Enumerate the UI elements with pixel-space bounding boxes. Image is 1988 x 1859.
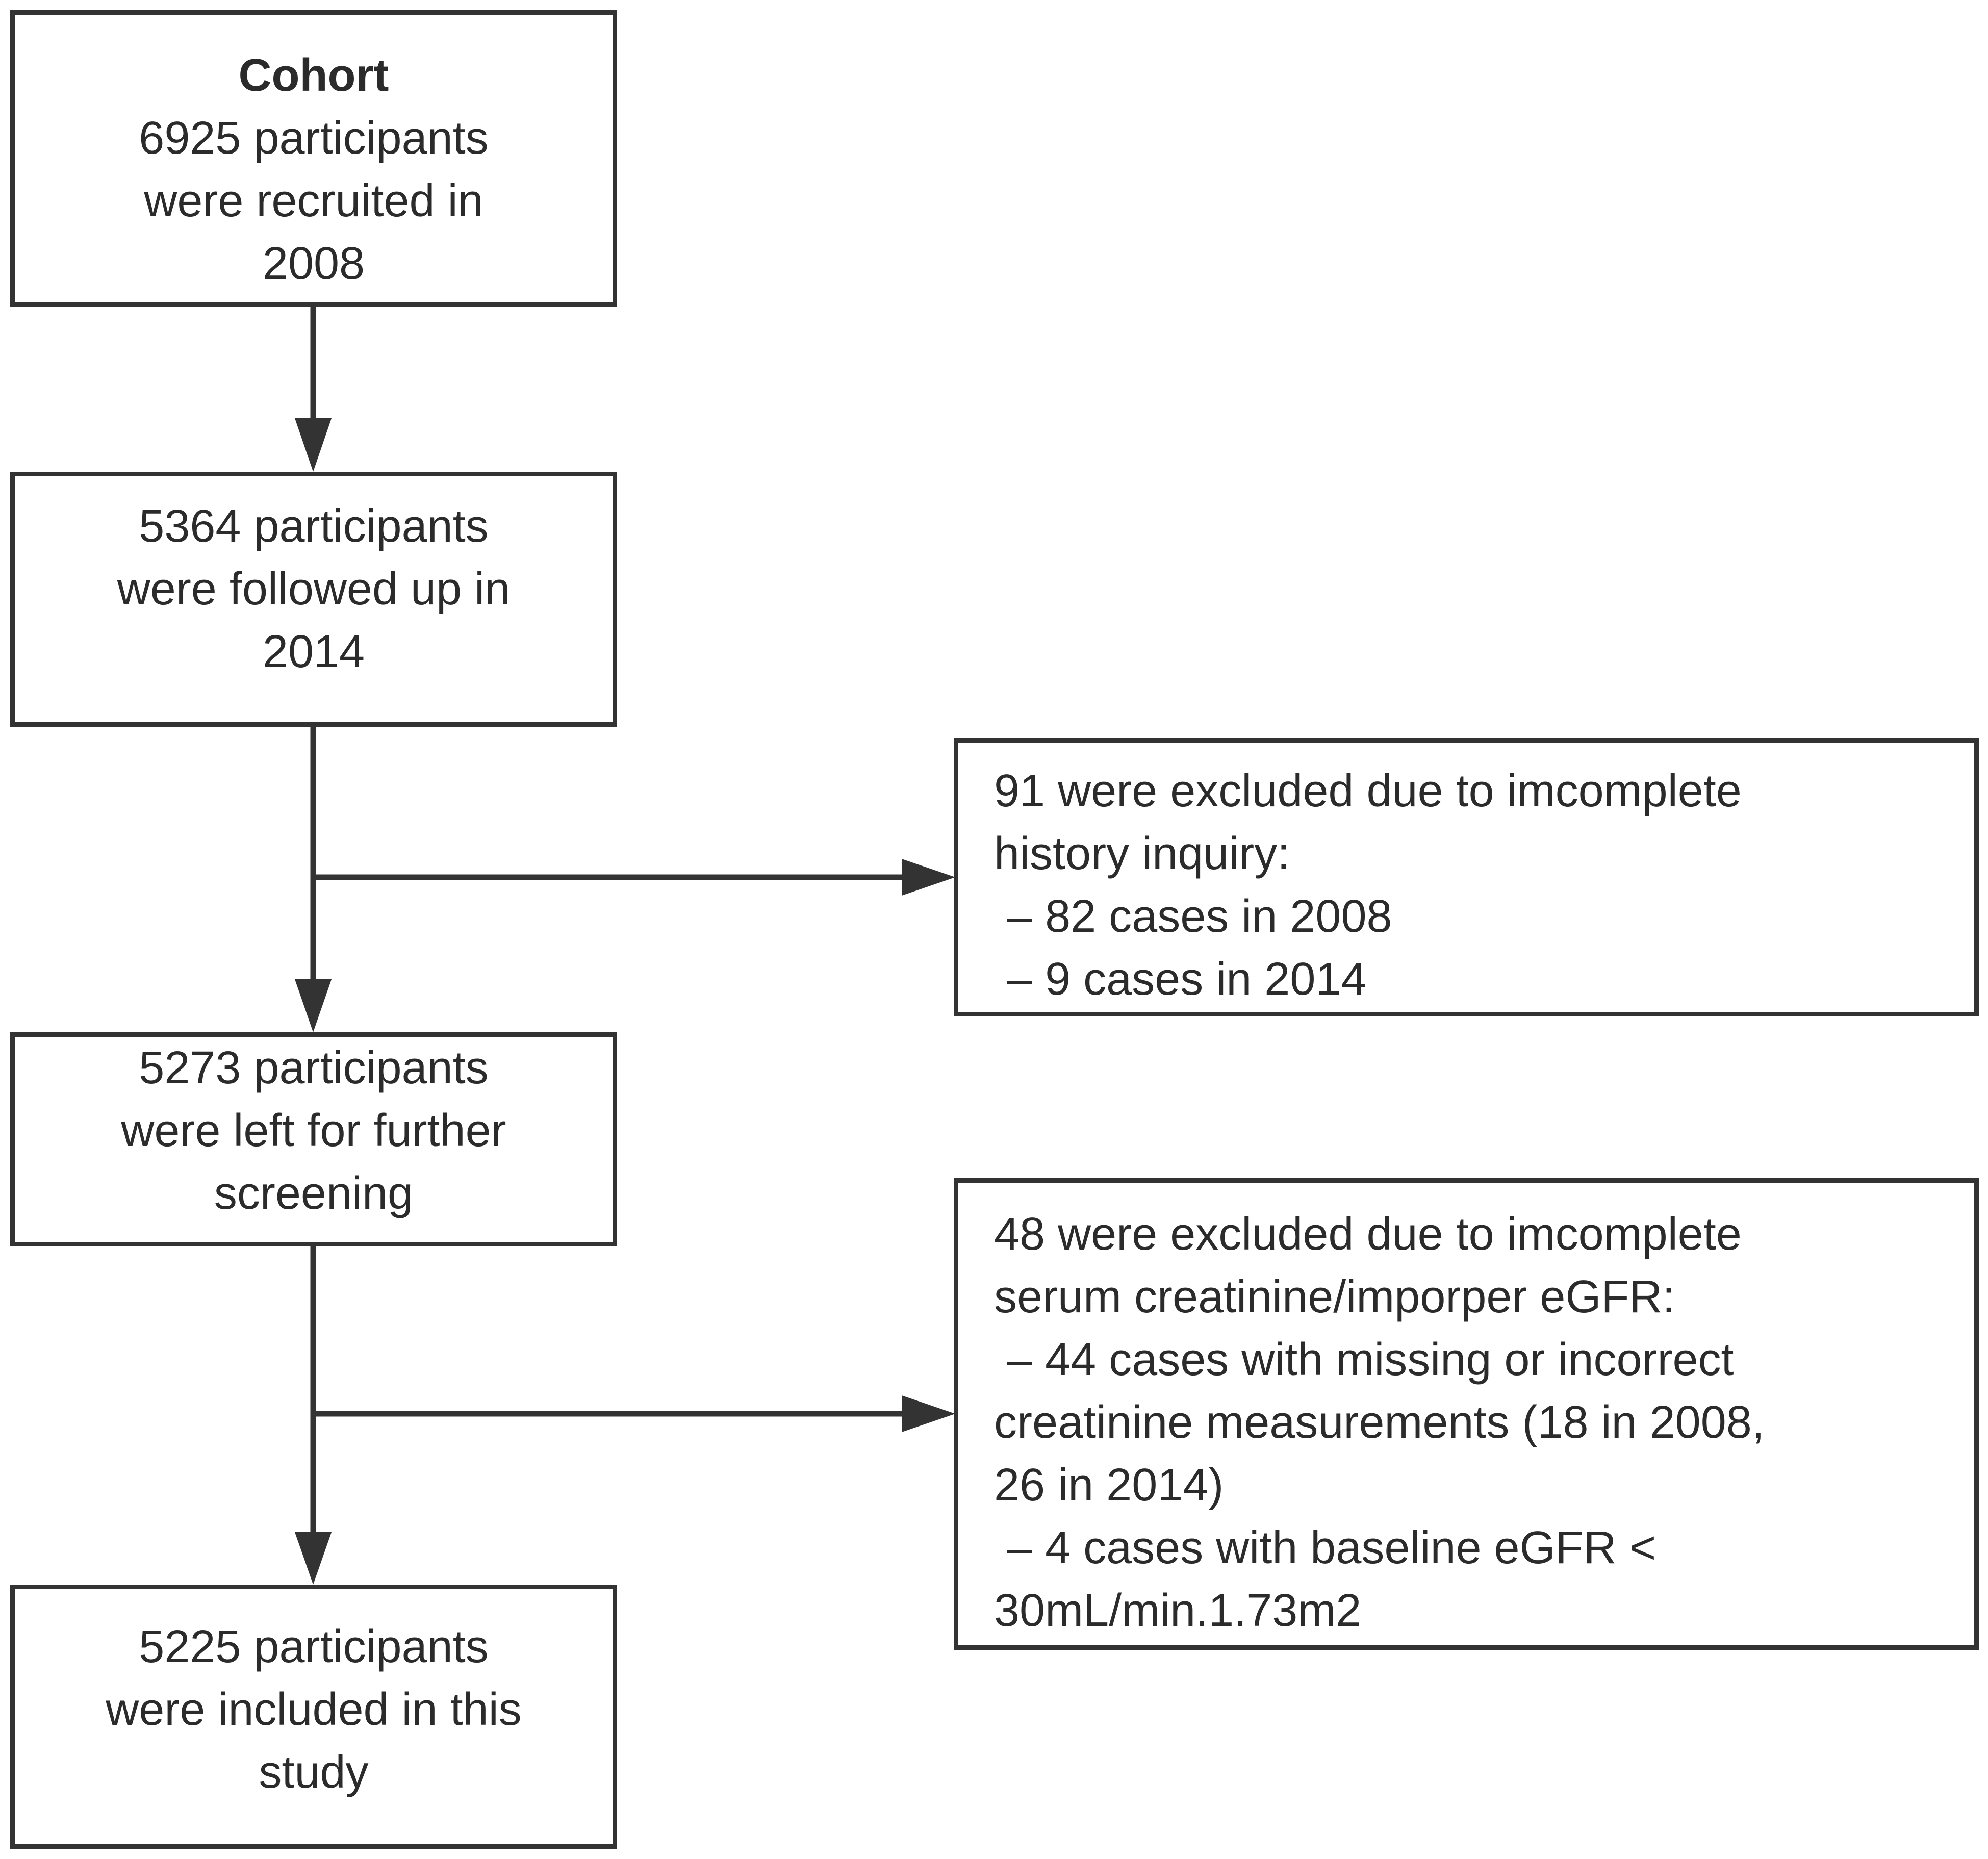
included-line-3: study <box>259 1747 369 1798</box>
creatinine-line-3: – 44 cases with missing or incorrect <box>994 1334 1734 1385</box>
followed-line-2: were followed up in <box>117 564 511 615</box>
included-line-1: 5225 participants <box>139 1621 489 1672</box>
followed-up-box: 5364 participants were followed up in 20… <box>10 472 617 727</box>
arrowhead-followed <box>295 418 332 472</box>
arrowhead-included <box>295 1532 332 1585</box>
followed-line-1: 5364 participants <box>139 501 489 552</box>
cohort-box: Cohort 6925 participants were recruited … <box>10 10 617 307</box>
history-line-1: 91 were excluded due to imcomplete <box>994 766 1742 817</box>
creatinine-exclusion-box: 48 were excluded due to imcomplete serum… <box>954 1178 1979 1650</box>
creatinine-line-6: – 4 cases with baseline eGFR < <box>994 1522 1656 1573</box>
creatinine-line-1: 48 were excluded due to imcomplete <box>994 1209 1742 1260</box>
history-line-2: history inquiry: <box>994 828 1290 879</box>
creatinine-line-7: 30mL/min.1.73m2 <box>994 1585 1362 1636</box>
cohort-line-2: were recruited in <box>144 175 483 226</box>
cohort-line-1: 6925 participants <box>139 113 489 164</box>
creatinine-line-2: serum creatinine/imporper eGFR: <box>994 1271 1675 1322</box>
cohort-line-3: 2008 <box>262 238 365 289</box>
included-box: 5225 participants were included in this … <box>10 1585 617 1849</box>
included-line-2: were included in this <box>106 1684 522 1735</box>
arrowhead-left <box>295 979 332 1032</box>
cohort-title: Cohort <box>238 50 389 101</box>
followed-line-3: 2014 <box>262 626 365 677</box>
screening-line-1: 5273 participants <box>139 1042 489 1093</box>
arrowhead-history-exclusion <box>902 859 955 896</box>
creatinine-line-4: creatinine measurements (18 in 2008, <box>994 1397 1765 1448</box>
arrowhead-creatinine-exclusion <box>902 1395 955 1432</box>
screening-line-2: were left for further <box>121 1105 506 1156</box>
creatinine-line-5: 26 in 2014) <box>994 1460 1224 1511</box>
further-screening-box: 5273 participants were left for further … <box>10 1032 617 1246</box>
history-exclusion-box: 91 were excluded due to imcomplete histo… <box>954 738 1979 1016</box>
screening-line-3: screening <box>214 1168 414 1219</box>
history-line-4: – 9 cases in 2014 <box>994 954 1367 1005</box>
history-line-3: – 82 cases in 2008 <box>994 891 1392 942</box>
